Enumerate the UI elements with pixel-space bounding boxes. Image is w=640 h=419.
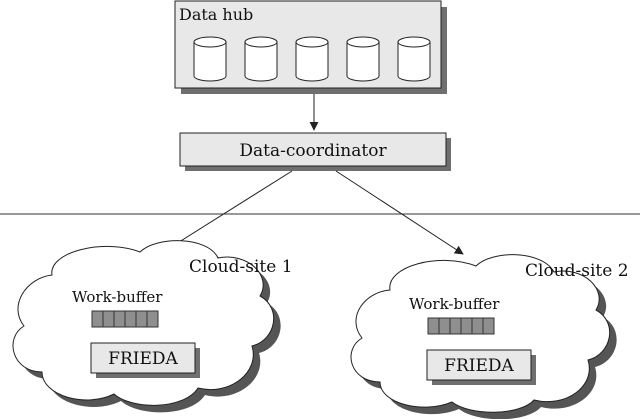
database-icon [346, 36, 380, 82]
cloud-site-1: Cloud-site 1 Work-buffer FRIEDA [12, 240, 293, 413]
cloud-site-2-buffer-label: Work-buffer [409, 295, 500, 313]
database-icon [397, 36, 431, 82]
data-coordinator: Data-coordinator [179, 132, 451, 171]
cloud-site-2-label: Cloud-site 2 [525, 261, 629, 281]
cloud-site-2-frieda-box [426, 349, 532, 381]
disk-group [193, 36, 431, 82]
cloud-site-2: Cloud-site 2 Work-buffer FRIEDA [350, 254, 629, 419]
cloud-site-1-frieda-box [90, 342, 196, 374]
cloud-site-1-label: Cloud-site 1 [189, 257, 293, 277]
coordinator-to-site2-arrow [335, 170, 464, 255]
coordinator-label: Data-coordinator [239, 141, 387, 161]
coordinator-to-site1-arrow [159, 170, 293, 255]
cloud-site-1-frieda-label: FRIEDA [108, 349, 178, 369]
cloud-site-2-work-buffer [427, 317, 495, 335]
cloud-site-1-work-buffer [91, 310, 159, 328]
database-icon [244, 36, 278, 82]
coordinator-box [179, 132, 447, 167]
database-icon [295, 36, 329, 82]
cloud-site-1-buffer-label: Work-buffer [72, 288, 163, 306]
cloud-site-2-frieda-label: FRIEDA [444, 356, 514, 376]
database-icon [193, 36, 227, 82]
data-hub: Data hub [174, 0, 447, 94]
data-hub-label: Data hub [179, 5, 253, 24]
